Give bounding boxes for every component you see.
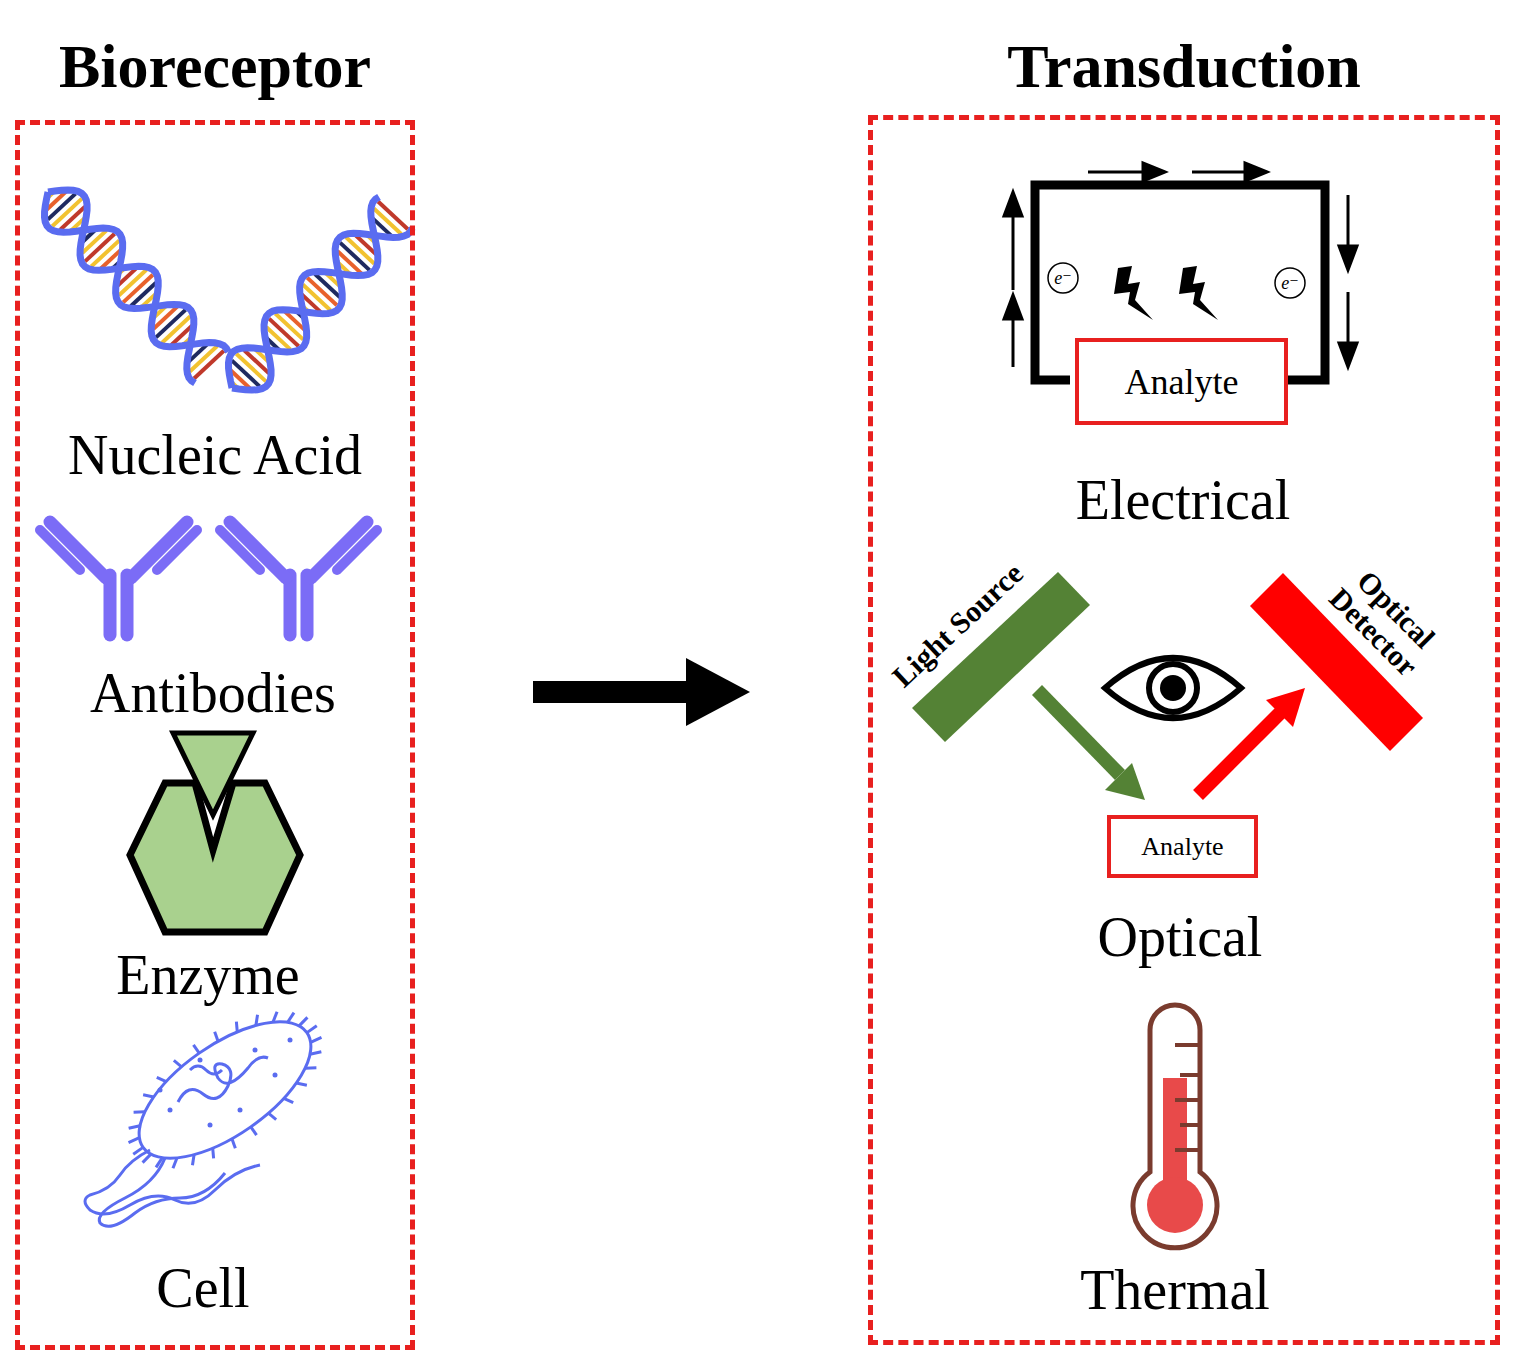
enzyme-symbol	[130, 733, 300, 932]
analyte-box: Analyte	[1107, 815, 1258, 878]
transduction-label: Thermal	[1080, 1262, 1270, 1318]
flow-arrow	[533, 658, 750, 726]
bioreceptor-label: Enzyme	[116, 947, 299, 1003]
component-label: Light Source	[887, 558, 1028, 693]
analyte-label: Analyte	[1125, 364, 1239, 400]
bioreceptor-label: Nucleic Acid	[68, 427, 362, 483]
component-label: Optical Detector	[1317, 552, 1453, 688]
panel-heading: Transduction	[813, 35, 1521, 97]
transduction-label: Optical	[1098, 909, 1263, 965]
cell-symbol	[85, 996, 333, 1227]
transduction-label: Electrical	[1076, 472, 1291, 528]
electron-label: e⁻	[1281, 274, 1299, 292]
analyte-label: Analyte	[1141, 834, 1223, 860]
electron-label: e⁻	[1054, 269, 1072, 287]
bioreceptor-panel: Bioreceptor	[15, 120, 415, 1350]
analyte-box: Analyte	[1075, 338, 1288, 425]
transduction-panel: TransductionAnalyteAnalyte	[868, 115, 1500, 1345]
panel-heading: Bioreceptor	[0, 35, 470, 97]
bioreceptor-label: Cell	[156, 1260, 249, 1316]
thermometer-symbol	[1133, 1005, 1217, 1248]
dna-helix	[31, 176, 230, 384]
dna-helix	[215, 196, 414, 404]
antibody-arms	[40, 530, 377, 570]
antibody-symbol	[50, 522, 367, 635]
bioreceptor-label: Antibodies	[90, 665, 336, 721]
